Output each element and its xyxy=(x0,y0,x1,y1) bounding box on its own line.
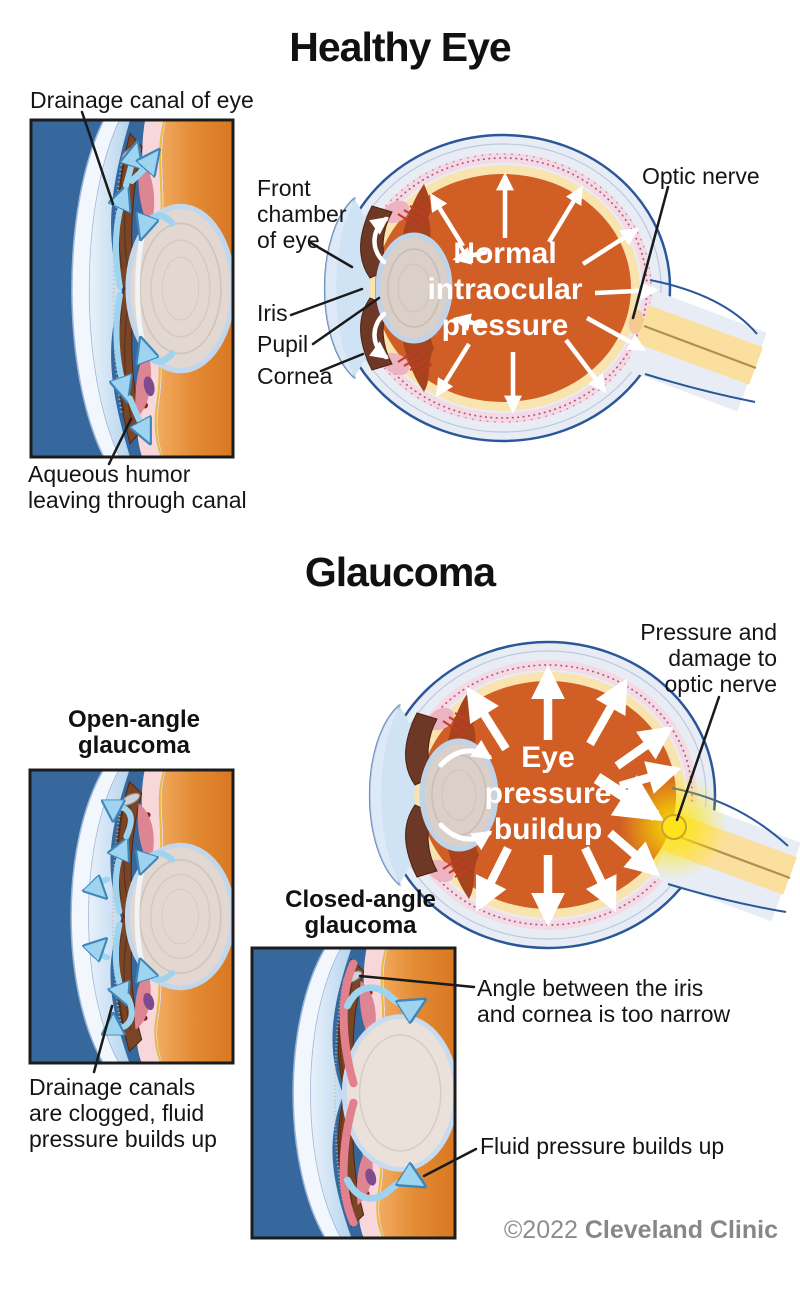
glaucoma-title: Glaucoma xyxy=(304,549,496,595)
closed-angle-inset-illustration xyxy=(250,946,457,1240)
copyright-notice: ©2022 Cleveland Clinic xyxy=(504,1216,778,1245)
eye-pressure-text: Eye pressure buildup xyxy=(484,741,612,846)
label-front-chamber: Front chamber of eye xyxy=(257,175,347,253)
label-drainage-clogged: Drainage canals are clogged, fluid press… xyxy=(29,1074,217,1152)
normal-pressure-text: Normal intraocular pressure xyxy=(427,237,583,342)
label-iris: Iris xyxy=(257,300,288,326)
label-optic-nerve: Optic nerve xyxy=(642,163,760,189)
label-open-angle: Open-angle glaucoma xyxy=(67,706,200,759)
healthy-eye-illustration xyxy=(324,133,767,443)
label-fluid-pressure: Fluid pressure builds up xyxy=(480,1133,725,1159)
label-closed-angle: Closed-angle glaucoma xyxy=(285,886,436,939)
label-pressure-damage: Pressure and damage to optic nerve xyxy=(640,619,777,697)
label-angle-narrow: Angle between the iris and cornea is too… xyxy=(477,975,731,1027)
label-aqueous-humor: Aqueous humor leaving through canal xyxy=(28,461,247,513)
healthy-inset-illustration xyxy=(29,118,235,459)
copyright-year: ©2022 xyxy=(503,1216,585,1244)
open-angle-inset-illustration xyxy=(28,768,235,1065)
label-pupil: Pupil xyxy=(257,331,309,357)
healthy-eye-title: Healthy Eye xyxy=(289,24,511,70)
copyright-brand: Cleveland Clinic xyxy=(584,1216,778,1244)
label-drainage-canal: Drainage canal of eye xyxy=(30,87,254,113)
glaucoma-eye-illustration xyxy=(369,640,800,950)
label-cornea: Cornea xyxy=(257,363,333,389)
leader-lines xyxy=(80,110,721,1178)
